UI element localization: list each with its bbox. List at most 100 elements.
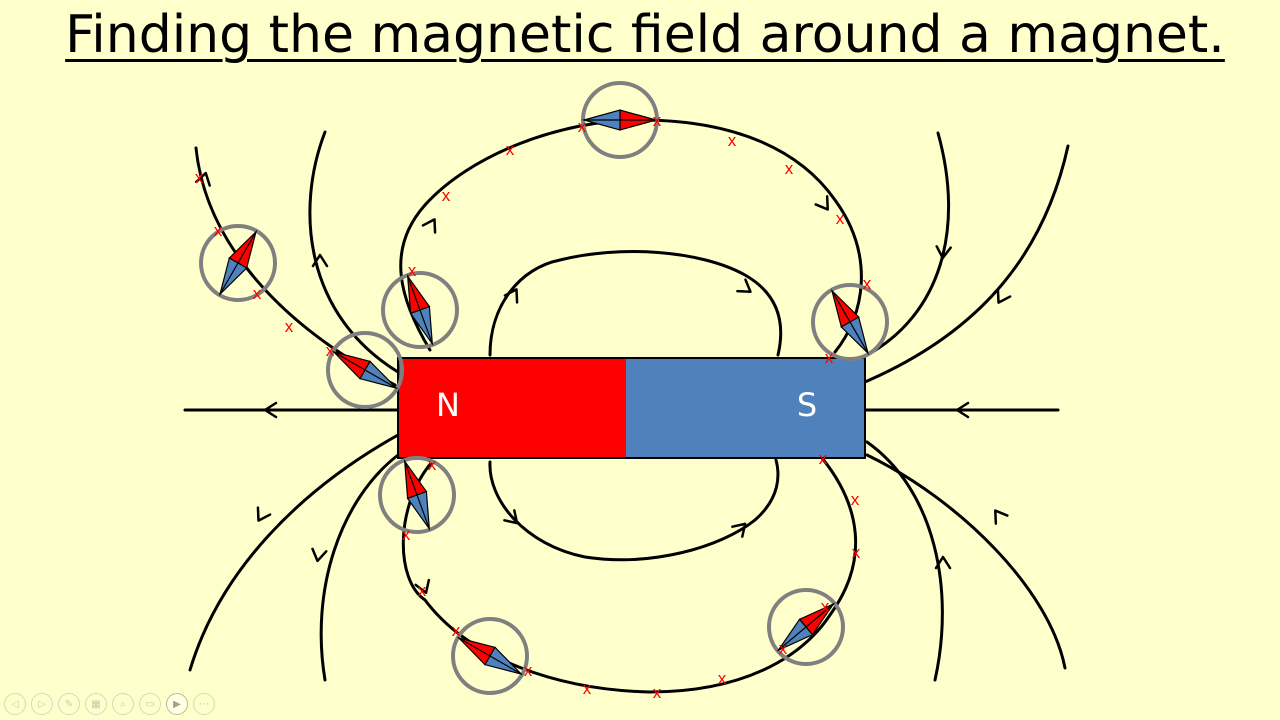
cross-mark: x [285,317,294,336]
field-line [319,453,400,682]
compass [811,283,889,361]
field-line [401,456,858,694]
cross-mark: x [718,669,727,688]
cross-mark: x [851,490,860,509]
compass-needle-axis [407,275,433,345]
arrow-icon [263,401,278,419]
magnet-north-pole [398,358,626,458]
north-label: N [436,386,460,424]
compass-needle [218,229,258,297]
camera-button[interactable]: ▶ [166,693,188,715]
cross-mark: x [779,639,788,658]
compass-ring [451,617,529,695]
cross-mark: x [852,543,861,562]
cross-mark: x [836,209,845,228]
subtitles-button[interactable]: ▭ [139,693,161,715]
cross-mark: x [195,168,204,187]
compass-needle [776,602,836,652]
cross-mark: x [326,341,335,360]
arrow-icon [414,578,431,595]
cross-mark: x [819,449,828,468]
arrow-icon [814,195,829,211]
magnet-south-pole [626,358,865,458]
compass-ring [326,331,404,409]
pen-button[interactable]: ✎ [58,693,80,715]
cross-mark: x [653,683,662,702]
cross-mark: x [452,621,461,640]
compass [767,588,845,666]
compass-ring [199,224,277,302]
compass-ring [767,588,845,666]
compass-needle [331,350,399,390]
compass-needle [456,636,524,676]
presentation-toolbar: ◁ ▷ ✎ ▦ ⌕ ▭ ▶ ⋯ [4,693,215,715]
field-line [865,453,1067,670]
compasses [199,81,889,695]
compass [451,617,529,695]
more-options-button[interactable]: ⋯ [193,693,215,715]
compass-needle [403,459,431,531]
compass-needle-axis [333,351,397,389]
field-line [308,130,400,374]
ellipsis-icon: ⋯ [199,698,209,710]
arrow-icon [311,253,329,268]
cross-mark: x [402,525,411,544]
triangle-right-icon: ▷ [38,698,46,710]
cross-mark: x [821,597,830,616]
arrow-icon [503,509,519,525]
compass [381,271,459,349]
next-slide-button[interactable]: ▷ [31,693,53,715]
arrow-icon [503,288,519,304]
arrow-icon [955,401,970,419]
cross-mark: x [863,274,872,293]
cross-mark: x [442,186,451,205]
compass-ring [378,456,456,534]
cross-mark: x [825,348,834,367]
arrow-icon [736,278,752,293]
field-line-arrows [194,171,1012,595]
field-line [188,433,400,672]
field-line [863,144,1070,384]
field-line [865,131,950,357]
triangle-left-icon: ◁ [11,698,19,710]
arrow-icon [994,509,1009,525]
magnifier-icon: ⌕ [120,698,126,710]
compass-needle-axis [458,637,522,675]
magnet-outline [397,357,866,459]
cross-mark: x [583,679,592,698]
cross-mark: x [214,221,223,240]
cross-mark: x [253,284,262,303]
slide-title-text: Finding the magnetic field around a magn… [65,5,1225,65]
compass-needle-axis [219,231,257,295]
cross-mark: x [785,159,794,178]
cross-mark: x [408,261,417,280]
subtitles-icon: ▭ [145,698,155,710]
compass-needle [406,274,434,346]
arrow-icon [935,245,952,260]
field-line [488,250,783,357]
field-line [194,146,397,387]
cross-mark: x [418,581,427,600]
arrow-icon [311,547,328,563]
compass-ring [811,283,889,361]
compass-needle [830,288,870,356]
see-all-slides-button[interactable]: ▦ [85,693,107,715]
compass-ring [381,271,459,349]
zoom-button[interactable]: ⌕ [112,693,134,715]
pen-icon: ✎ [64,698,74,710]
video-camera-icon: ▶ [173,698,181,710]
compass [326,331,404,409]
cross-mark: x [728,131,737,150]
compass-needle-axis [831,290,869,354]
previous-slide-button[interactable]: ◁ [4,693,26,715]
cross-mark: x [578,117,587,136]
arrow-icon [421,218,437,234]
slide-title: Finding the magnetic field around a magn… [0,2,1280,68]
cross-mark: x [524,661,533,680]
arrow-icon [256,506,272,522]
bar-magnet: N S [397,357,866,459]
slides-grid-icon: ▦ [91,698,101,710]
